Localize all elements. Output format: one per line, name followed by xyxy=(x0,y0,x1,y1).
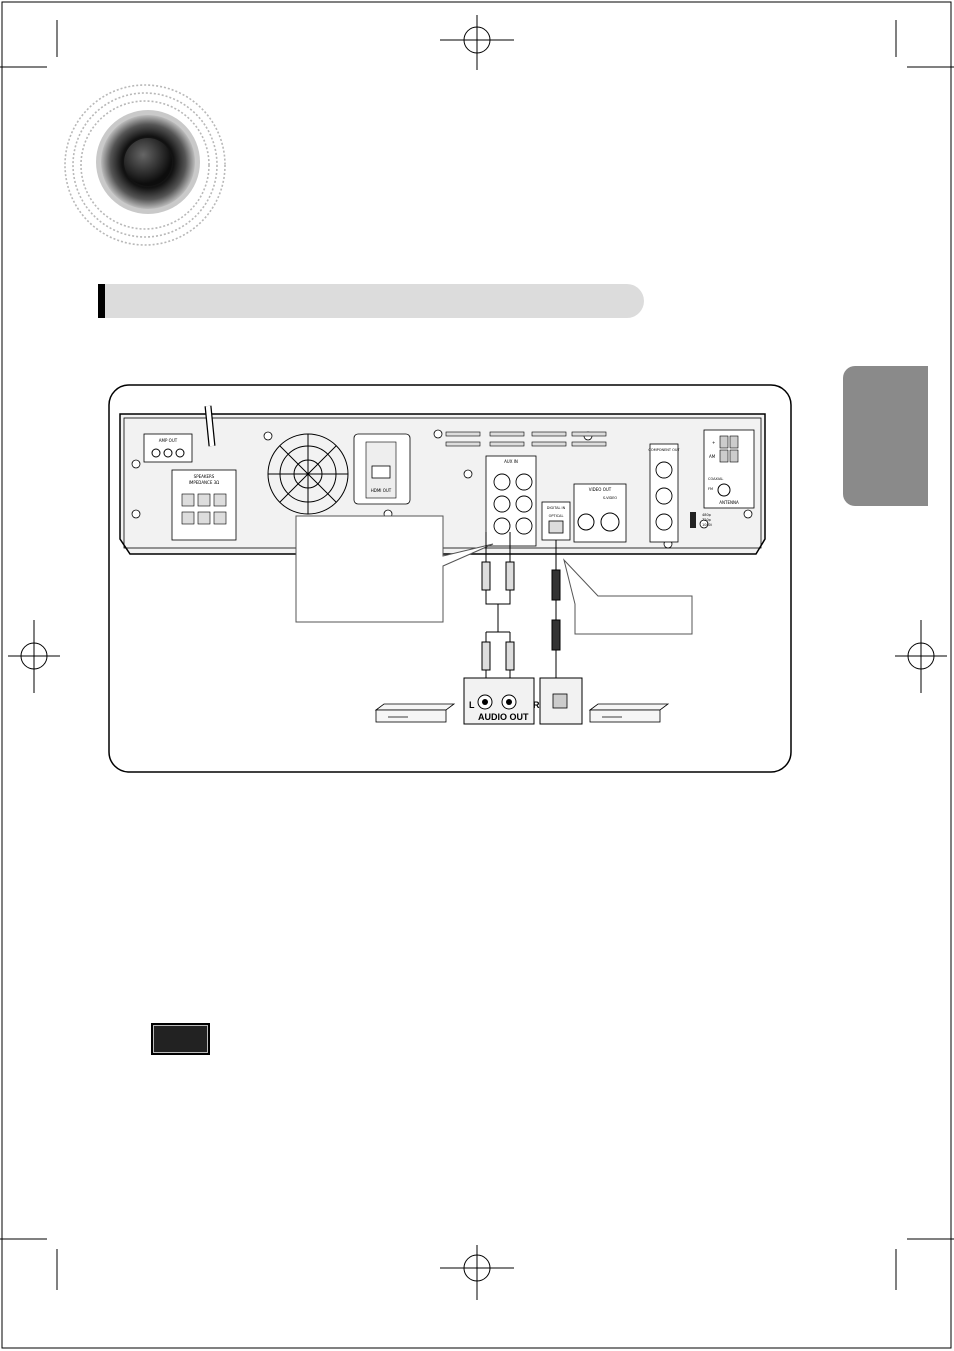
section-title-marker xyxy=(98,284,105,318)
audio-out-panel xyxy=(463,677,535,725)
hdmi-out-label: HDMI OUT xyxy=(371,488,392,493)
rca-cable xyxy=(481,532,515,684)
res-1080i-label: 1080i xyxy=(702,523,712,527)
speaker-logo-icon xyxy=(64,84,226,246)
amp-out-label: AMP OUT xyxy=(159,438,178,443)
connection-diagram: AMP OUT SPEAKERS IMPEDANCE 3Ω HDMI OUT xyxy=(108,384,792,773)
optical-callout xyxy=(563,558,693,635)
chapter-side-tab xyxy=(843,366,928,506)
optical-out-panel xyxy=(539,677,583,725)
digital-in-label: DIGITAL IN xyxy=(547,506,566,510)
antenna-label: ANTENNA xyxy=(719,500,739,505)
aux-callout xyxy=(295,515,494,623)
impedance-label: IMPEDANCE 3Ω xyxy=(189,480,220,485)
note-box xyxy=(151,1023,210,1055)
speakers-label: SPEAKERS xyxy=(194,474,215,479)
optical-label: OPTICAL xyxy=(549,514,564,518)
res-720p-label: 720p xyxy=(702,518,712,522)
am-label: AM xyxy=(709,454,716,459)
aux-in-label: AUX IN xyxy=(504,459,518,464)
coaxial-label: COAXIAL xyxy=(708,477,723,481)
audio-right-label: R xyxy=(533,700,540,710)
external-device-right xyxy=(588,703,670,723)
registration-mark-left xyxy=(8,620,60,693)
audio-left-label: L xyxy=(469,700,475,710)
unit-rear-panel: AMP OUT SPEAKERS IMPEDANCE 3Ω HDMI OUT xyxy=(119,405,766,555)
fm-label: FM xyxy=(708,487,713,491)
external-device-left xyxy=(374,703,456,723)
registration-mark-top xyxy=(440,15,514,70)
video-out-label: VIDEO OUT xyxy=(589,487,612,492)
audio-out-label: AUDIO OUT xyxy=(478,712,529,722)
section-title-bar xyxy=(98,284,644,318)
component-out-label: COMPONENT OUT xyxy=(648,448,680,452)
res-480p-label: 480p xyxy=(702,513,712,517)
registration-mark-bottom xyxy=(440,1245,514,1300)
fm-label-top: + xyxy=(712,440,715,445)
optical-cable xyxy=(551,540,561,688)
registration-mark-right xyxy=(895,620,947,693)
svideo-label: S-VIDEO xyxy=(603,496,618,500)
